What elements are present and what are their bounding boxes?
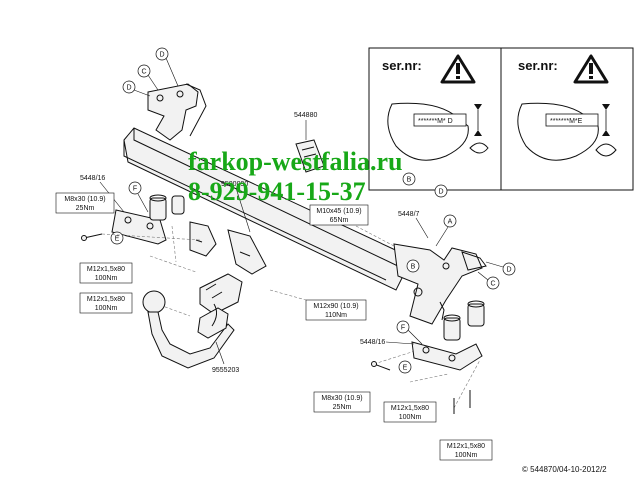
callout-d-mid: D bbox=[434, 184, 448, 198]
bolt-head-icon bbox=[81, 235, 87, 241]
top-bracket bbox=[147, 83, 207, 141]
svg-text:F: F bbox=[133, 186, 137, 193]
svg-text:65Nm: 65Nm bbox=[330, 217, 349, 224]
svg-text:100Nm: 100Nm bbox=[399, 414, 422, 421]
svg-text:D: D bbox=[159, 52, 164, 59]
svg-text:B: B bbox=[407, 177, 412, 184]
svg-text:M12x90 (10.9): M12x90 (10.9) bbox=[313, 303, 358, 310]
callout-e-lower: E bbox=[398, 360, 412, 374]
serial-label-right: ser.nr: bbox=[518, 58, 558, 73]
warning-icon bbox=[440, 54, 476, 84]
callout-e-left: E bbox=[110, 231, 124, 245]
cross-beam bbox=[123, 127, 407, 291]
spec-mid-left-1: M12x1,5x80 100Nm bbox=[79, 262, 133, 284]
svg-text:25Nm: 25Nm bbox=[76, 205, 95, 212]
callout-d-right: D bbox=[485, 261, 516, 276]
part-number-top: 544880 bbox=[294, 112, 317, 119]
bolt-icon bbox=[83, 233, 103, 239]
svg-text:F: F bbox=[401, 325, 405, 332]
callout-f-left: F bbox=[128, 181, 149, 213]
spec-center-top: M10x45 (10.9) 65Nm bbox=[309, 204, 369, 226]
callout-f-lower: F bbox=[396, 320, 423, 345]
callout-d-top: D D bbox=[122, 47, 179, 97]
svg-text:M12x1,5x80: M12x1,5x80 bbox=[391, 405, 429, 412]
cable-holder bbox=[295, 139, 325, 173]
svg-text:B: B bbox=[411, 264, 416, 271]
part-number-ball: 9555203 bbox=[212, 367, 239, 374]
spec-center-mid: M12x90 (10.9) 110Nm bbox=[305, 299, 367, 321]
spec-bottom-mid: M12x1,5x80 100Nm bbox=[383, 401, 437, 423]
callout-b-right: B bbox=[406, 259, 420, 273]
part-number-right-bracket: 5448/7 bbox=[398, 211, 420, 218]
svg-text:M12x1,5x80: M12x1,5x80 bbox=[87, 266, 125, 273]
svg-text:C: C bbox=[490, 281, 495, 288]
left-plate bbox=[111, 194, 185, 245]
serial-number-panel: ser.nr: *******M* D ser.nr: *******M*E bbox=[368, 47, 634, 191]
svg-text:25Nm: 25Nm bbox=[333, 404, 352, 411]
lower-right-plate bbox=[411, 300, 485, 371]
watermark-site: farkop-westfalia.ru bbox=[188, 147, 402, 176]
bolt-icon bbox=[453, 390, 471, 414]
svg-text:100Nm: 100Nm bbox=[95, 275, 118, 282]
center-mount-brackets bbox=[189, 221, 267, 275]
warning-icon bbox=[573, 54, 609, 84]
svg-text:110Nm: 110Nm bbox=[325, 312, 347, 319]
serial-code-right: *******M*E bbox=[550, 118, 583, 125]
serial-label-left: ser.nr: bbox=[382, 58, 422, 73]
tow-ball-assembly bbox=[142, 273, 243, 369]
svg-text:M12x1,5x80: M12x1,5x80 bbox=[447, 443, 485, 450]
spec-bottom-left: M8x30 (10.9) 25Nm bbox=[313, 391, 371, 413]
spec-mid-left-2: M12x1,5x80 100Nm bbox=[79, 292, 133, 314]
spec-bottom-right: M12x1,5x80 100Nm bbox=[439, 439, 493, 461]
svg-text:D: D bbox=[126, 85, 131, 92]
part-number-mid: 9500090 bbox=[221, 181, 248, 188]
svg-text:D: D bbox=[506, 267, 511, 274]
svg-text:C: C bbox=[141, 69, 146, 76]
svg-text:M12x1,5x80: M12x1,5x80 bbox=[87, 296, 125, 303]
serial-code-left: *******M* D bbox=[418, 118, 453, 125]
svg-text:M8x30 (10.9): M8x30 (10.9) bbox=[321, 395, 362, 402]
svg-text:E: E bbox=[115, 236, 120, 243]
watermark-phone: 8-929-941-15-37 bbox=[188, 177, 366, 206]
svg-text:A: A bbox=[448, 219, 453, 226]
copyright-footer: © 544870/04-10-2012/2 bbox=[522, 465, 607, 474]
svg-text:E: E bbox=[403, 365, 408, 372]
callout-b-mid: B bbox=[402, 172, 416, 186]
svg-text:M8x30 (10.9): M8x30 (10.9) bbox=[64, 196, 105, 203]
bolt-head-icon bbox=[371, 361, 377, 367]
spec-top-left: M8x30 (10.9) 25Nm bbox=[55, 192, 115, 214]
svg-text:100Nm: 100Nm bbox=[455, 452, 478, 459]
callout-c-right: C bbox=[477, 271, 500, 290]
callout-c-top: C bbox=[137, 64, 159, 91]
part-number-lower-plate: 5448/16 bbox=[360, 339, 385, 346]
svg-text:100Nm: 100Nm bbox=[95, 305, 118, 312]
svg-text:M10x45 (10.9): M10x45 (10.9) bbox=[316, 208, 361, 215]
svg-text:D: D bbox=[438, 189, 443, 196]
part-number-left-plate: 5448/16 bbox=[80, 175, 105, 182]
callout-a: A bbox=[435, 214, 457, 247]
